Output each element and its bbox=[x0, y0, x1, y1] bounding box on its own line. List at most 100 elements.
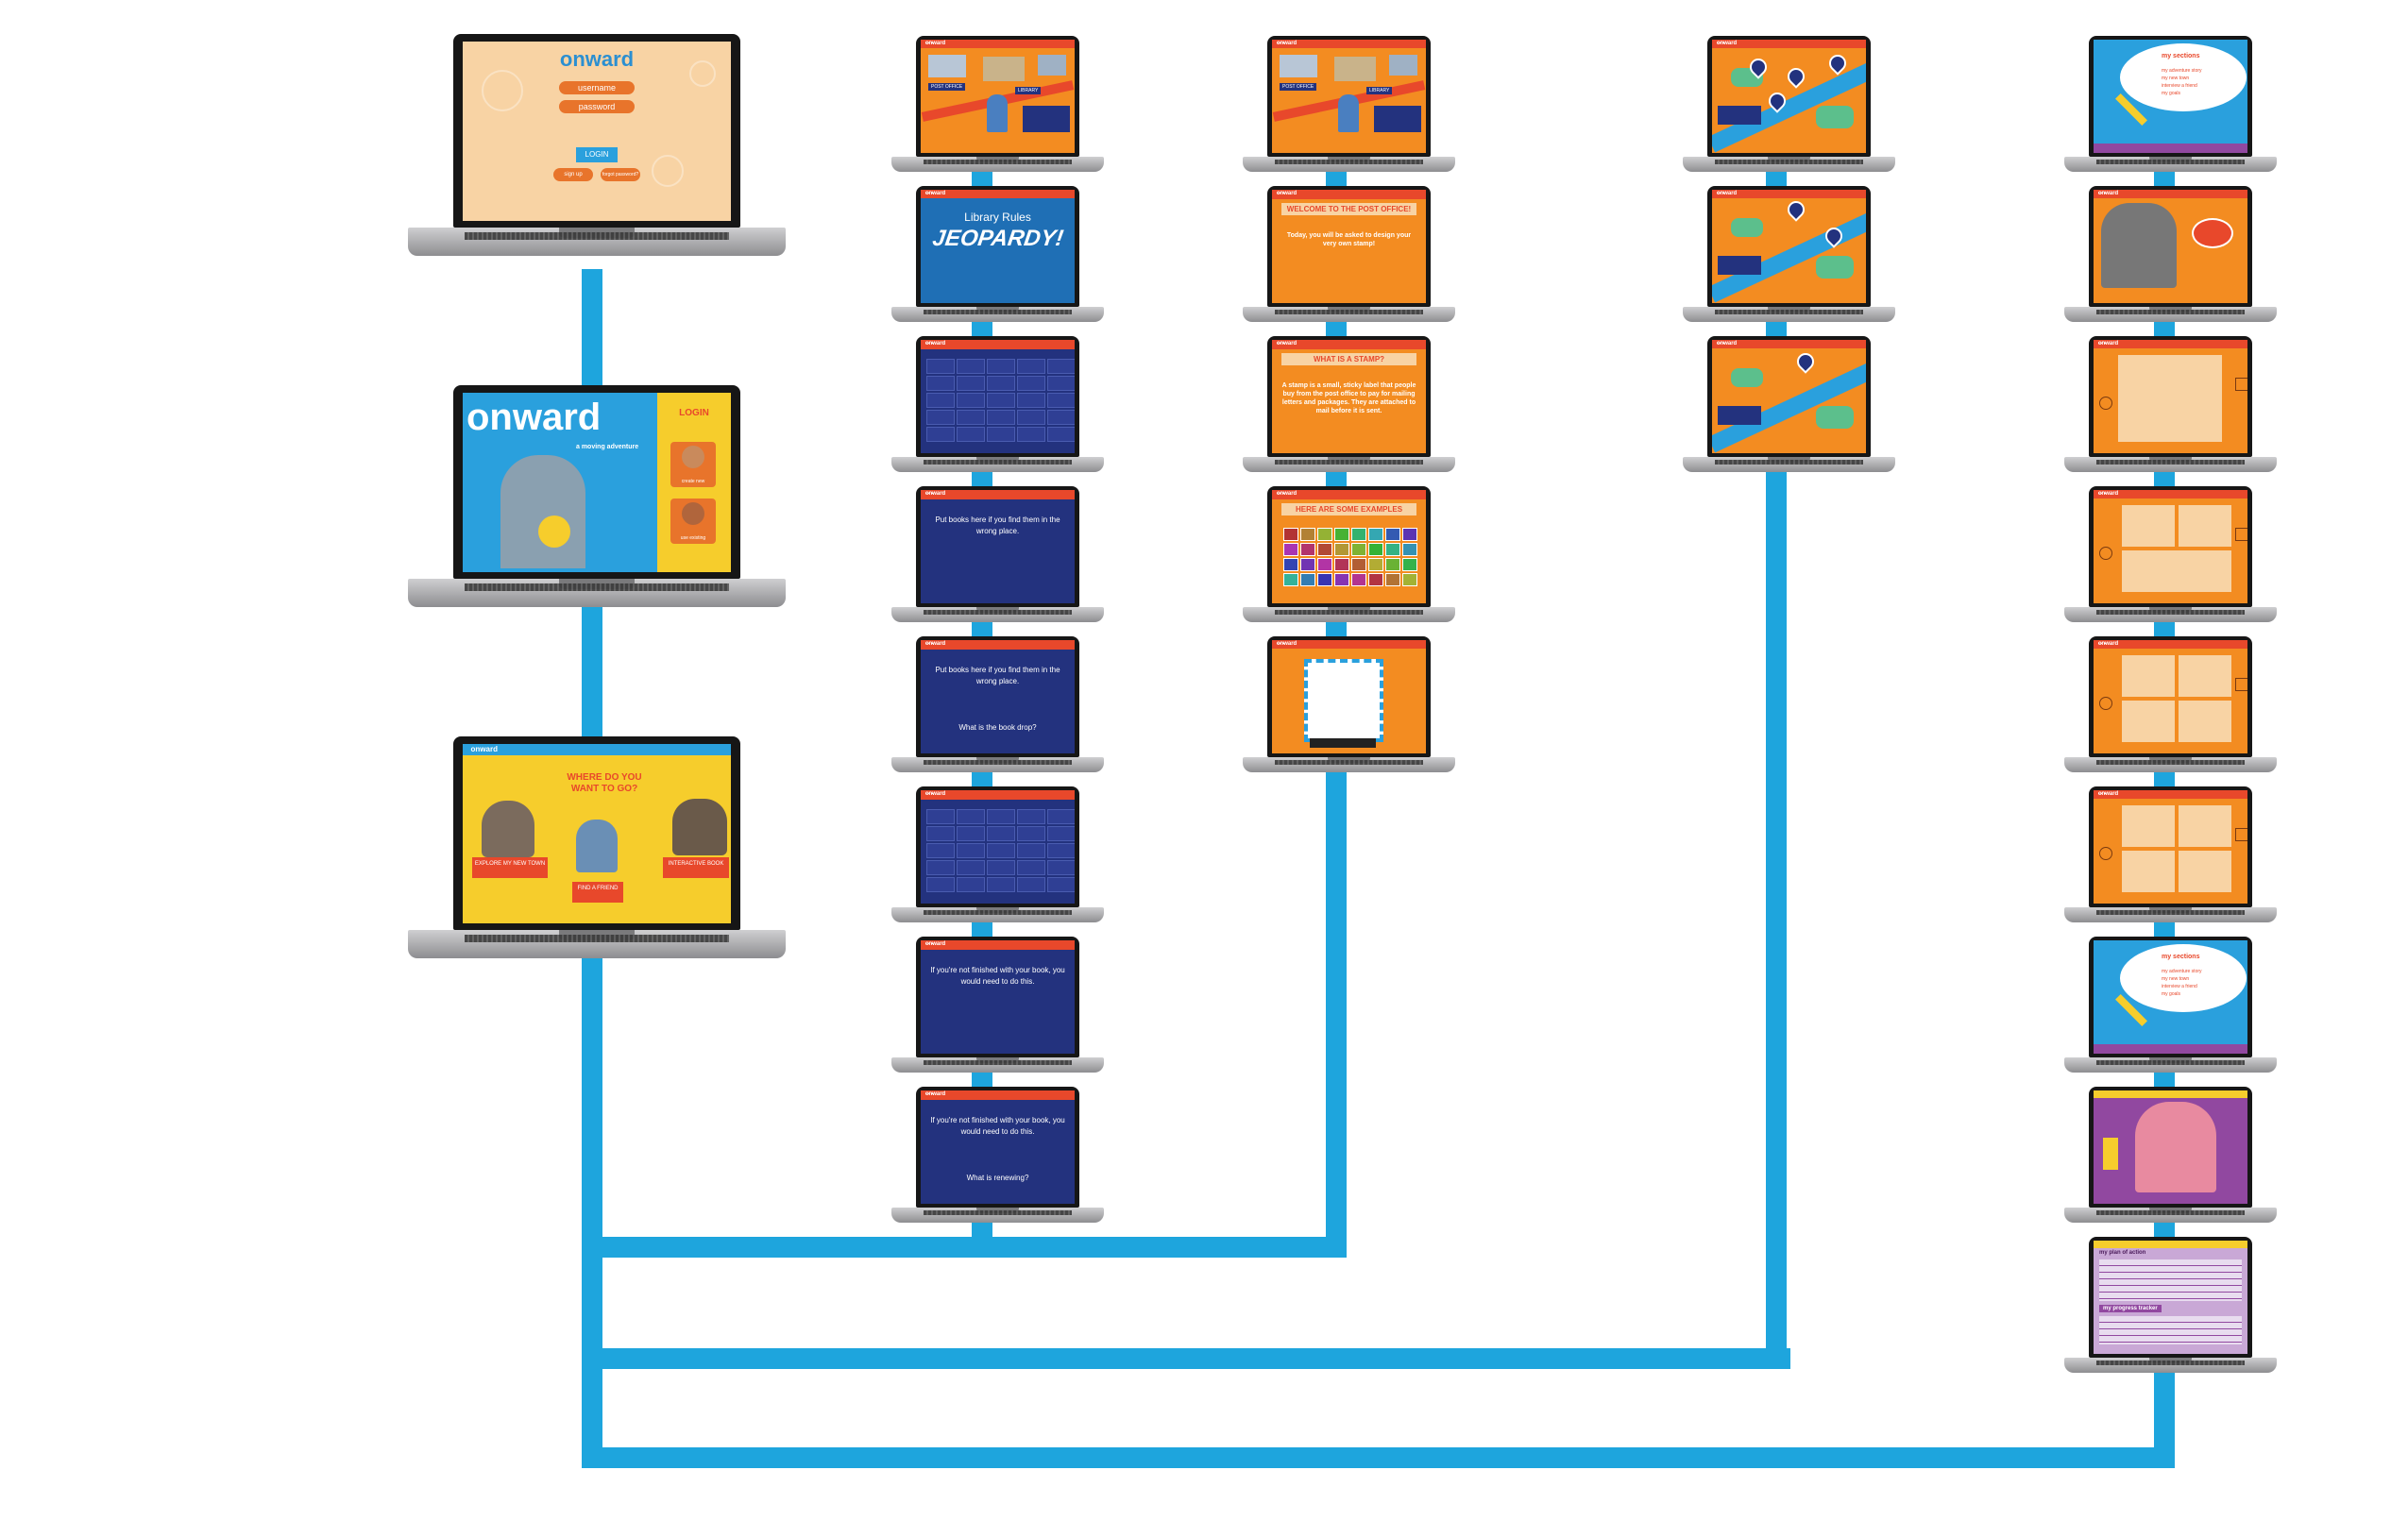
jeopardy-cell[interactable] bbox=[926, 826, 955, 841]
jeopardy-cell[interactable] bbox=[1017, 376, 1045, 391]
jeopardy-answer: What is renewing? bbox=[966, 1174, 1029, 1182]
section-item[interactable]: interview a friend bbox=[2162, 83, 2197, 89]
jeopardy-cell[interactable] bbox=[1017, 393, 1045, 408]
jeopardy-cell[interactable] bbox=[1047, 427, 1075, 442]
jeopardy-cell[interactable] bbox=[926, 877, 955, 892]
interactive-book-button[interactable]: INTERACTIVE BOOK bbox=[663, 857, 729, 878]
comic-panel[interactable] bbox=[2122, 505, 2175, 547]
jeopardy-cell[interactable] bbox=[957, 393, 985, 408]
sticker-icon[interactable] bbox=[2099, 697, 2112, 710]
section-item[interactable]: my goals bbox=[2162, 91, 2181, 96]
jeopardy-cell[interactable] bbox=[957, 843, 985, 858]
comic-panel[interactable] bbox=[2179, 655, 2231, 697]
jeopardy-cell[interactable] bbox=[1047, 809, 1075, 824]
jeopardy-cell[interactable] bbox=[1047, 877, 1075, 892]
jeopardy-cell[interactable] bbox=[1047, 376, 1075, 391]
login-button[interactable]: LOGIN bbox=[576, 147, 618, 162]
jeopardy-cell[interactable] bbox=[926, 860, 955, 875]
jeopardy-cell[interactable] bbox=[987, 809, 1015, 824]
jeopardy-cell[interactable] bbox=[1017, 809, 1045, 824]
comic-panel[interactable] bbox=[2118, 355, 2222, 442]
jeopardy-cell[interactable] bbox=[926, 427, 955, 442]
jeopardy-cell[interactable] bbox=[957, 427, 985, 442]
explore-town-button[interactable]: EXPLORE MY NEW TOWN bbox=[472, 857, 548, 878]
stamp-canvas[interactable] bbox=[1304, 659, 1383, 742]
comic-panel[interactable] bbox=[2179, 851, 2231, 892]
jeopardy-cell[interactable] bbox=[987, 376, 1015, 391]
comic-panel[interactable] bbox=[2179, 701, 2231, 742]
sticker-icon[interactable] bbox=[2235, 678, 2247, 691]
comic-panel[interactable] bbox=[2179, 505, 2231, 547]
section-item[interactable]: my new town bbox=[2162, 976, 2190, 982]
town-label-post-office[interactable]: POST OFFICE bbox=[1280, 83, 1317, 91]
jeopardy-cell[interactable] bbox=[987, 427, 1015, 442]
use-existing-label: use existing bbox=[680, 535, 706, 541]
jeopardy-cell[interactable] bbox=[1017, 427, 1045, 442]
comic-panel[interactable] bbox=[2122, 805, 2175, 847]
building-icon bbox=[1334, 57, 1376, 81]
jeopardy-cell[interactable] bbox=[957, 877, 985, 892]
plan-lines[interactable] bbox=[2099, 1259, 2242, 1301]
park bbox=[1816, 406, 1854, 429]
sticker-icon[interactable] bbox=[2235, 828, 2247, 841]
forgot-password-link[interactable]: forgot password? bbox=[601, 168, 640, 181]
jeopardy-cell[interactable] bbox=[1047, 826, 1075, 841]
jeopardy-cell[interactable] bbox=[1017, 843, 1045, 858]
comic-panel[interactable] bbox=[2122, 851, 2175, 892]
password-field[interactable]: password bbox=[559, 100, 635, 113]
section-item[interactable]: my goals bbox=[2162, 991, 2181, 997]
jeopardy-cell[interactable] bbox=[1017, 359, 1045, 374]
section-item[interactable]: my adventure story bbox=[2162, 969, 2202, 974]
jeopardy-cell[interactable] bbox=[1017, 410, 1045, 425]
jeopardy-cell[interactable] bbox=[987, 877, 1015, 892]
comic-panel[interactable] bbox=[2122, 655, 2175, 697]
jeopardy-cell[interactable] bbox=[926, 809, 955, 824]
jeopardy-cell[interactable] bbox=[957, 410, 985, 425]
username-field[interactable]: username bbox=[559, 81, 635, 94]
use-existing-option[interactable]: use existing bbox=[670, 499, 716, 544]
jeopardy-cell[interactable] bbox=[1047, 359, 1075, 374]
jeopardy-cell[interactable] bbox=[1017, 860, 1045, 875]
jeopardy-cell[interactable] bbox=[987, 826, 1015, 841]
town-label-library[interactable]: LIBRARY bbox=[1366, 87, 1393, 94]
tool-bar[interactable] bbox=[1310, 738, 1376, 748]
jeopardy-cell[interactable] bbox=[926, 410, 955, 425]
sticker-icon[interactable] bbox=[2235, 528, 2247, 541]
jeopardy-cell[interactable] bbox=[1017, 826, 1045, 841]
signup-link[interactable]: sign up bbox=[553, 168, 593, 181]
find-friend-button[interactable]: FIND A FRIEND bbox=[572, 882, 623, 903]
jeopardy-cell[interactable] bbox=[987, 843, 1015, 858]
jeopardy-cell[interactable] bbox=[987, 359, 1015, 374]
jeopardy-cell[interactable] bbox=[957, 359, 985, 374]
town-label-post-office[interactable]: POST OFFICE bbox=[928, 83, 966, 91]
sticker-icon[interactable] bbox=[2099, 547, 2112, 560]
jeopardy-cell[interactable] bbox=[987, 410, 1015, 425]
jeopardy-cell[interactable] bbox=[957, 809, 985, 824]
jeopardy-cell[interactable] bbox=[957, 826, 985, 841]
jeopardy-cell[interactable] bbox=[1047, 860, 1075, 875]
jeopardy-cell[interactable] bbox=[926, 376, 955, 391]
sticker-icon[interactable] bbox=[2099, 397, 2112, 410]
comic-panel[interactable] bbox=[2122, 701, 2175, 742]
progress-lines[interactable] bbox=[2099, 1316, 2242, 1344]
sticker-icon[interactable] bbox=[2099, 847, 2112, 860]
comic-panel[interactable] bbox=[2179, 805, 2231, 847]
jeopardy-cell[interactable] bbox=[926, 843, 955, 858]
section-item[interactable]: my adventure story bbox=[2162, 68, 2202, 74]
jeopardy-cell[interactable] bbox=[1047, 410, 1075, 425]
section-item[interactable]: interview a friend bbox=[2162, 984, 2197, 989]
town-label-library[interactable]: LIBRARY bbox=[1015, 87, 1042, 94]
section-item[interactable]: my new town bbox=[2162, 76, 2190, 81]
jeopardy-cell[interactable] bbox=[1047, 393, 1075, 408]
jeopardy-cell[interactable] bbox=[987, 860, 1015, 875]
comic-panel[interactable] bbox=[2122, 550, 2231, 592]
sticker-icon[interactable] bbox=[2235, 378, 2247, 391]
jeopardy-cell[interactable] bbox=[926, 359, 955, 374]
jeopardy-cell[interactable] bbox=[1017, 877, 1045, 892]
jeopardy-cell[interactable] bbox=[1047, 843, 1075, 858]
jeopardy-cell[interactable] bbox=[957, 860, 985, 875]
jeopardy-cell[interactable] bbox=[987, 393, 1015, 408]
jeopardy-cell[interactable] bbox=[926, 393, 955, 408]
create-new-option[interactable]: create new bbox=[670, 442, 716, 487]
jeopardy-cell[interactable] bbox=[957, 376, 985, 391]
